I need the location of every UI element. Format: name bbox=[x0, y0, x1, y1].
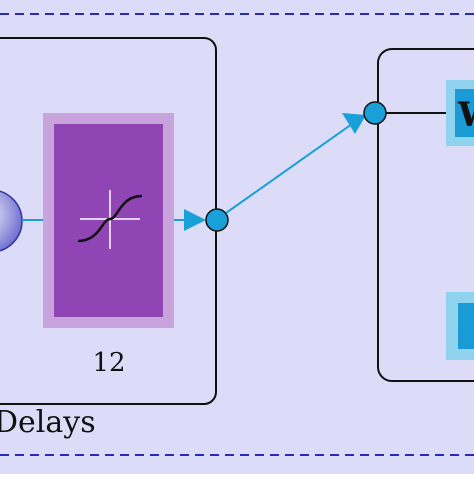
hidden-output-node bbox=[205, 208, 229, 232]
delays-label: Delays bbox=[0, 405, 96, 440]
weight-block-label: W bbox=[457, 95, 474, 135]
weight-block-inner bbox=[455, 89, 474, 137]
layer-connection-arrowhead bbox=[342, 113, 366, 134]
transfer-arrowhead bbox=[184, 209, 206, 231]
tansig-curve-icon bbox=[77, 190, 143, 249]
summing-junction bbox=[0, 190, 23, 252]
layer-connection-line bbox=[225, 123, 353, 214]
layer-size-label: 12 bbox=[92, 348, 125, 378]
output-layer-box bbox=[377, 48, 474, 382]
bias-block-inner bbox=[458, 303, 474, 349]
output-input-node bbox=[363, 101, 387, 125]
